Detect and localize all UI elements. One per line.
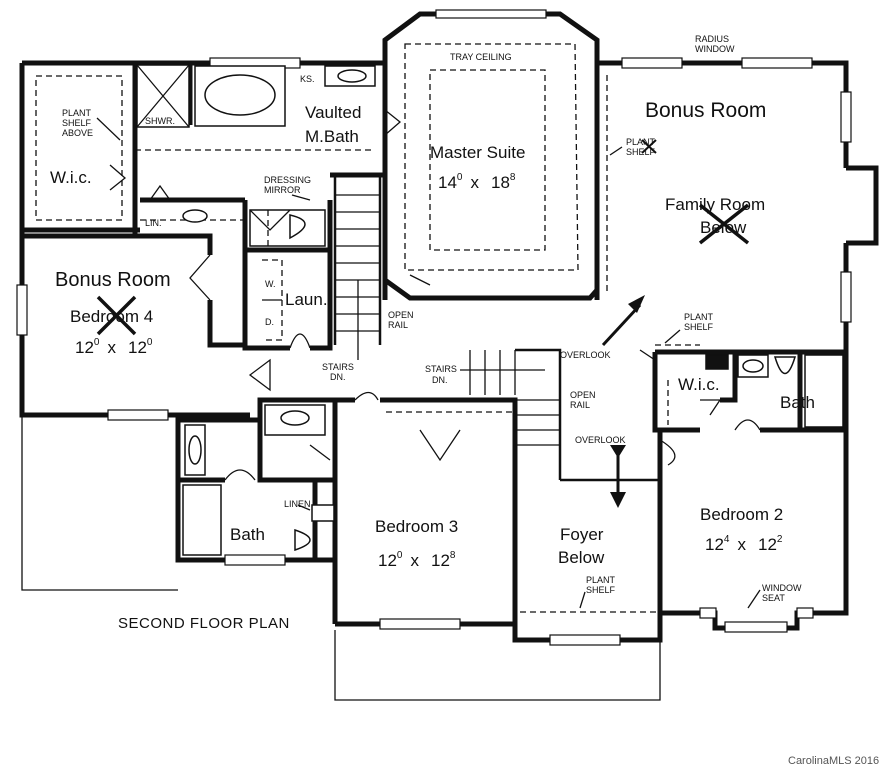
ceiling-lines: [35, 43, 700, 613]
room-labels: RADIUS WINDOW Bonus Room TRAY CEILING Ma…: [50, 34, 879, 767]
bonus-room-left-label: Bonus Room: [55, 269, 171, 291]
closet-shelves: [267, 210, 669, 425]
radius-window-label-1: RADIUS: [695, 34, 729, 44]
stairs-dn-label-2a: STAIRS: [425, 364, 457, 374]
plant-shelf-above-3: ABOVE: [62, 128, 93, 138]
windows: [16, 9, 852, 646]
foyer-label-1: Foyer: [560, 525, 604, 544]
plant-shelf-family-2: SHELF: [626, 147, 656, 157]
tray-ceiling-label: TRAY CEILING: [450, 52, 512, 62]
foyer-label-2: Below: [558, 548, 605, 567]
plant-shelf-foyer-2: SHELF: [586, 585, 616, 595]
leader-lines: [96, 117, 761, 609]
open-rail-label-1b: RAIL: [388, 320, 408, 330]
washer-label: W.: [265, 279, 276, 289]
bed2-bath-fixtures: [705, 354, 844, 428]
open-rail-label-2a: OPEN: [570, 390, 596, 400]
family-room-label-1: Family Room: [665, 195, 765, 214]
linen-master-label: LIN.: [145, 218, 162, 228]
plant-shelf-family-1: PLANT: [626, 137, 656, 147]
radius-window-label-2: WINDOW: [695, 44, 735, 54]
stairs-dn-label-1a: STAIRS: [322, 362, 354, 372]
plant-shelf-mid-2: SHELF: [684, 322, 714, 332]
stairs-dn-label-2b: DN.: [432, 375, 448, 385]
vaulted-mbath-label-1: Vaulted: [305, 103, 361, 122]
plant-shelf-above-1: PLANT: [62, 108, 92, 118]
bedroom4-label: Bedroom 4: [70, 307, 153, 326]
stairs-dn-label-1b: DN.: [330, 372, 346, 382]
overlook-label-2: OVERLOOK: [575, 435, 626, 445]
stairs: [335, 194, 560, 446]
family-room-label-2: Below: [700, 218, 747, 237]
plant-shelf-above-2: SHELF: [62, 118, 92, 128]
dryer-label: D.: [265, 317, 274, 327]
hall-bath-fixtures: [182, 404, 335, 556]
laundry-label: Laun.: [285, 290, 328, 309]
open-rail-label-1a: OPEN: [388, 310, 414, 320]
plant-shelf-mid-1: PLANT: [684, 312, 714, 322]
bedroom2-label: Bedroom 2: [700, 505, 783, 524]
ks-label: KS.: [300, 74, 315, 84]
bedroom3-label: Bedroom 3: [375, 517, 458, 536]
laundry-fixtures: [262, 259, 283, 341]
overlook-label-1: OVERLOOK: [560, 350, 611, 360]
bonus-room-right-label: Bonus Room: [645, 99, 766, 122]
master-suite-label: Master Suite: [430, 143, 525, 162]
dressing-mirror-1: DRESSING: [264, 175, 311, 185]
linen-label: LINEN: [284, 499, 311, 509]
hall-bath-label: Bath: [230, 525, 265, 544]
open-rail-label-2b: RAIL: [570, 400, 590, 410]
shower-label: SHWR.: [145, 116, 175, 126]
plant-shelf-foyer-1: PLANT: [586, 575, 616, 585]
window-seat-label-1: WINDOW: [762, 583, 802, 593]
master-bath-fixtures: [136, 64, 376, 247]
window-seat-label-2: SEAT: [762, 593, 785, 603]
bed2-wic-label: W.i.c.: [678, 375, 720, 394]
bed2-bath-label: Bath: [780, 393, 815, 412]
watermark: CarolinaMLS 2016: [788, 755, 879, 767]
dressing-mirror-2: MIRROR: [264, 185, 301, 195]
cross-out-marks: [96, 139, 750, 336]
vaulted-mbath-label-2: M.Bath: [305, 127, 359, 146]
door-swings: [109, 109, 761, 481]
overlook-arrows: [601, 295, 645, 508]
master-wic-label: W.i.c.: [50, 168, 92, 187]
roof-outline: [21, 415, 661, 701]
plan-title: SECOND FLOOR PLAN: [118, 615, 290, 632]
